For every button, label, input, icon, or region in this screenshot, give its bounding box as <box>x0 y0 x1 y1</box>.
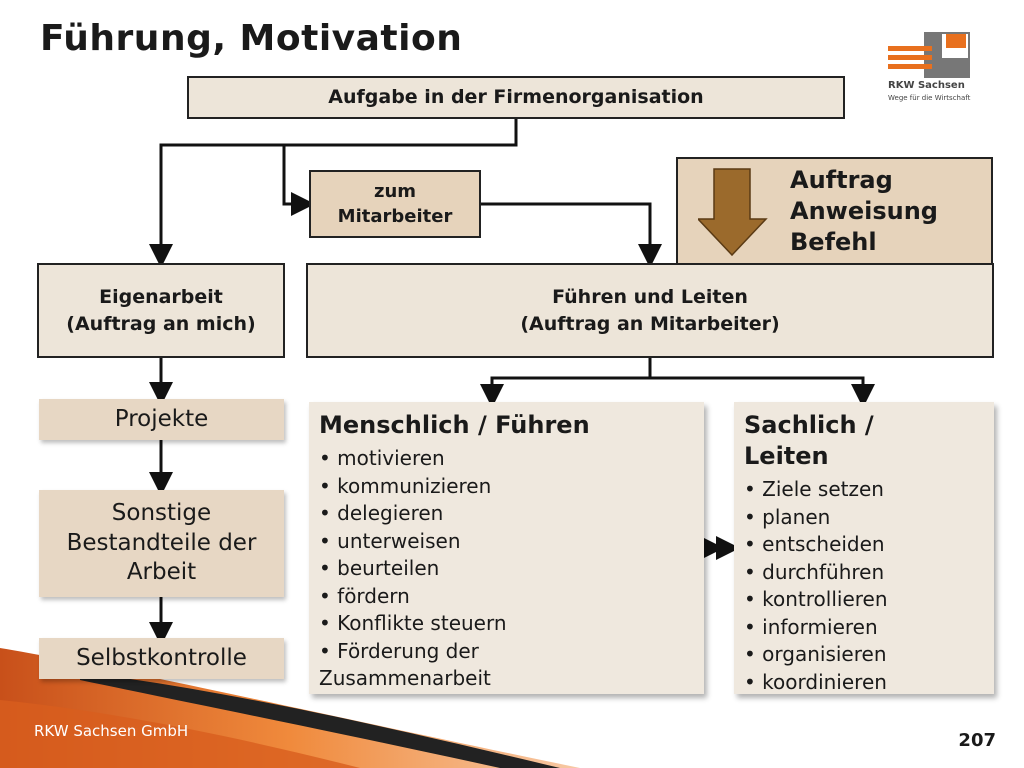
list-item: Zusammenarbeit <box>319 666 491 691</box>
order-line-anweisung: Anweisung <box>790 197 938 225</box>
human-leadership-list: • motivieren • kommunizieren • delegiere… <box>319 445 694 693</box>
order-line-befehl: Befehl <box>790 228 877 256</box>
list-item: • motivieren <box>319 446 445 471</box>
to-employee-box: zum Mitarbeiter <box>309 170 481 238</box>
list-item: • koordinieren <box>744 669 887 694</box>
list-item: • unterweisen <box>319 528 461 553</box>
order-line-auftrag: Auftrag <box>790 166 893 194</box>
to-employee-line2: Mitarbeiter <box>337 206 453 227</box>
own-work-box: Eigenarbeit (Auftrag an mich) <box>37 263 285 358</box>
self-control-box: Selbstkontrolle <box>39 638 284 679</box>
human-leadership-panel: Menschlich / Führen • motivieren • kommu… <box>309 402 704 694</box>
logo-name: RKW Sachsen <box>888 80 965 91</box>
list-item: • beurteilen <box>319 556 440 581</box>
down-arrow-icon <box>698 168 768 257</box>
own-work-line1: Eigenarbeit <box>99 285 223 308</box>
list-item: • organisieren <box>744 642 887 667</box>
lead-manage-line1: Führen und Leiten <box>552 285 748 308</box>
list-item: • durchführen <box>744 559 885 584</box>
list-item: • Ziele setzen <box>744 477 884 502</box>
page-title: Führung, Motivation <box>40 18 463 59</box>
factual-management-list: • Ziele setzen • planen • entscheiden • … <box>744 476 984 696</box>
logo-text: RKW Sachsen Wege für die Wirtschaft <box>888 80 970 104</box>
list-item: • kommunizieren <box>319 473 492 498</box>
factual-management-heading: Sachlich / Leiten <box>744 410 984 472</box>
other-work-line2: Bestandteile der <box>66 529 257 556</box>
task-organization-label: Aufgabe in der Firmenorganisation <box>328 86 704 109</box>
list-item: • fördern <box>319 583 410 608</box>
human-leadership-heading: Menschlich / Führen <box>319 411 590 439</box>
list-item: • Konflikte steuern <box>319 611 507 636</box>
self-control-label: Selbstkontrolle <box>76 644 247 671</box>
factual-heading-line2: Leiten <box>744 442 829 471</box>
list-item: • kontrollieren <box>744 587 888 612</box>
order-list: Auftrag Anweisung Befehl <box>790 165 938 258</box>
rkw-logo <box>888 32 972 80</box>
to-employee-line1: zum <box>373 180 417 202</box>
factual-management-panel: Sachlich / Leiten • Ziele setzen • plane… <box>734 402 994 694</box>
factual-heading-line1: Sachlich / <box>744 411 874 439</box>
list-item: • informieren <box>744 614 878 639</box>
list-item: • delegieren <box>319 501 444 526</box>
lead-manage-line2: (Auftrag an Mitarbeiter) <box>520 312 780 335</box>
page-number: 207 <box>958 730 996 751</box>
list-item: • planen <box>744 504 831 529</box>
projects-label: Projekte <box>114 405 209 432</box>
list-item: • Förderung der <box>319 638 479 663</box>
footer-company: RKW Sachsen GmbH <box>34 722 189 740</box>
logo-tagline: Wege für die Wirtschaft <box>888 94 971 102</box>
own-work-line2: (Auftrag an mich) <box>66 312 256 335</box>
other-work-line3: Arbeit <box>126 559 197 586</box>
task-organization-box: Aufgabe in der Firmenorganisation <box>187 76 845 119</box>
list-item: • entscheiden <box>744 532 885 557</box>
order-box: Auftrag Anweisung Befehl <box>676 157 993 265</box>
other-work-box: Sonstige Bestandteile der Arbeit <box>39 490 284 597</box>
other-work-line1: Sonstige <box>111 499 212 526</box>
projects-box: Projekte <box>39 399 284 440</box>
lead-manage-box: Führen und Leiten (Auftrag an Mitarbeite… <box>306 263 994 358</box>
